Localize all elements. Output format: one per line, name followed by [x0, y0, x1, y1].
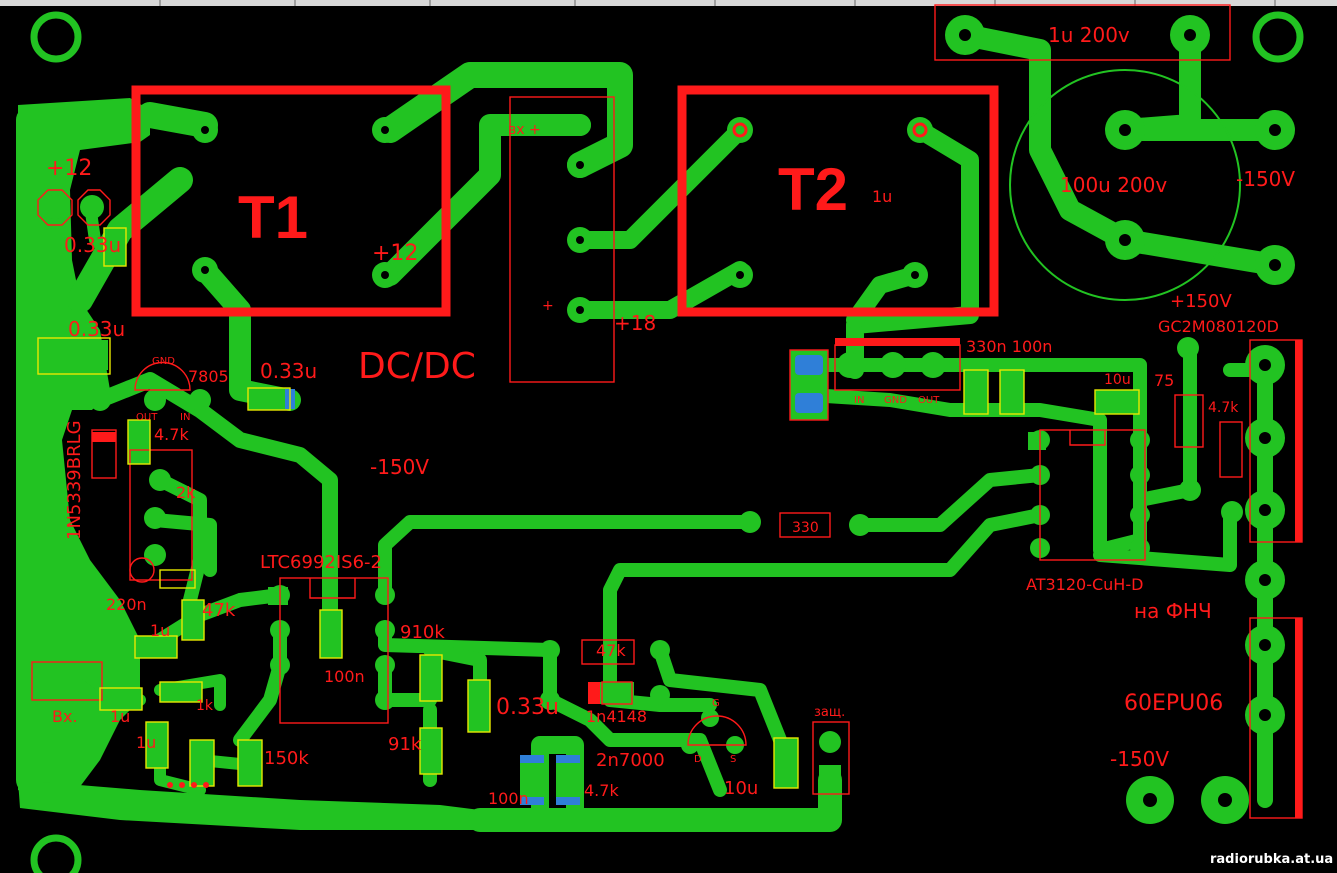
label-plus12-left: +12	[46, 156, 92, 181]
label-c1u-3: 1u	[136, 733, 156, 752]
label-na-fnch: на ФНЧ	[1134, 599, 1212, 623]
label-dcdc: DC/DC	[358, 346, 476, 387]
label-minus150-right: -150V	[1236, 167, 1295, 191]
label-c033-1: 0.33u	[64, 233, 121, 257]
label-r91k: 91k	[388, 734, 422, 755]
label-in2: IN	[854, 395, 864, 406]
label-out2: OUT	[918, 395, 940, 406]
label-c330n100n: 330n 100n	[966, 337, 1052, 356]
label-c1u-2: 1u	[110, 707, 130, 726]
label-out: OUT	[136, 412, 158, 423]
label-2n7000: 2n7000	[596, 750, 665, 771]
label-c033-4: 0.33u	[496, 695, 559, 720]
label-r150k: 150k	[264, 748, 309, 769]
label-s: S	[730, 754, 736, 765]
label-1n4148: 1n4148	[586, 707, 647, 726]
label-minus150-bottom: -150V	[1110, 747, 1169, 771]
label-zash: защ.	[814, 705, 845, 720]
label-gc2m: GC2M080120D	[1158, 317, 1279, 336]
label-d: D	[694, 754, 702, 765]
label-c033-2: 0.33u	[68, 317, 125, 341]
label-g: G	[712, 698, 720, 709]
copper-traces	[16, 24, 1286, 832]
label-t1: T1	[238, 184, 308, 251]
label-c033-3: 0.33u	[260, 359, 317, 383]
watermark: radiorubka.at.ua	[1210, 852, 1333, 867]
label-c10u-2: 10u	[1104, 372, 1131, 388]
label-7805: 7805	[188, 367, 229, 386]
label-r330: 330	[792, 520, 819, 536]
label-cap-1u200v: 1u 200v	[1048, 23, 1130, 47]
label-c1u-1: 1u	[150, 621, 170, 640]
label-r47k-2: 47k	[596, 641, 626, 660]
label-plus18: +18	[614, 311, 656, 335]
label-minus150-mid: -150V	[370, 455, 429, 479]
label-gnd: GND	[152, 356, 175, 367]
label-c220n: 220n	[106, 595, 147, 614]
label-plus150: +150V	[1170, 291, 1232, 312]
label-t2: T2	[778, 156, 848, 223]
silkscreen-labels: T1 T2 DC/DC +12 +12 +18 вх + + 0.33u 0.3…	[46, 23, 1333, 867]
label-in: IN	[180, 412, 190, 423]
label-60epu06: 60EPU06	[1124, 691, 1223, 716]
mounting-holes	[30, 11, 1304, 873]
label-r910k: 910k	[400, 622, 445, 643]
smd-parts	[100, 228, 1139, 805]
label-c100n-2: 100n	[488, 789, 529, 808]
label-ltc: LTC6992IS6-2	[260, 552, 382, 573]
label-r47k-4: 4.7k	[1208, 400, 1239, 416]
label-at3120: AT3120-CuH-D	[1026, 575, 1143, 594]
label-c100n-1: 100n	[324, 667, 365, 686]
label-c10u-1: 10u	[724, 778, 758, 799]
label-r47k-1: 4.7k	[154, 425, 189, 444]
silkscreen-outlines	[31, 4, 1303, 819]
through-hole-pads	[36, 15, 1295, 824]
label-r75: 75	[1154, 371, 1174, 390]
label-r2k: 2k	[176, 483, 196, 502]
label-r47k-3: 4.7k	[584, 781, 619, 800]
label-r47k-big: 47k	[202, 600, 236, 621]
label-vx: Вх.	[52, 707, 78, 726]
top-ruler	[0, 0, 1337, 6]
label-plus12-t1: +12	[372, 241, 418, 266]
label-vx-plus: вх +	[508, 122, 541, 138]
label-zener: 1N5339BRLG	[64, 420, 85, 540]
label-cap-100u200v: 100u 200v	[1060, 173, 1167, 197]
label-plus-dcdc: +	[542, 298, 554, 314]
label-gnd2: GND	[884, 395, 907, 406]
label-t2-1u: 1u	[872, 187, 892, 206]
label-r1k: 1k	[196, 698, 214, 714]
